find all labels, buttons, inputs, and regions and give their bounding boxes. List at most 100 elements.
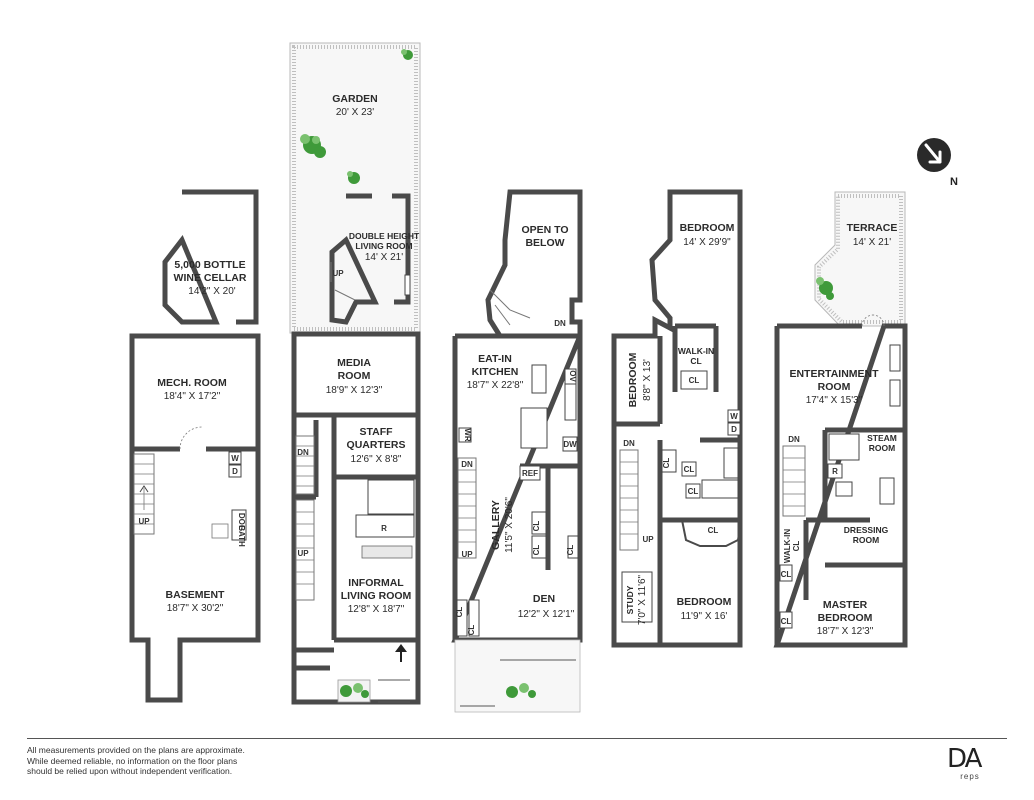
room-dim-kitchen: 18'7" X 22'8" bbox=[467, 380, 524, 391]
label-dog: DOG bbox=[237, 513, 246, 531]
floor-top-level: TERRACE 14' X 21' ENTERTAINMENT ROOM 17'… bbox=[773, 191, 908, 648]
room-title-open-line1: OPEN TO bbox=[521, 224, 568, 236]
floor-garden-level: GARDEN 20' X 23' DOUBLE HEIGHT LIVING RO… bbox=[289, 42, 421, 705]
room-title-double-line1: DOUBLE HEIGHT bbox=[349, 231, 420, 241]
room-title-wine-line1: 5,000 BOTTLE bbox=[174, 259, 245, 271]
label-cl-5: CL bbox=[467, 625, 476, 636]
stairs-third bbox=[619, 449, 639, 551]
room-dim-informal: 12'8" X 18'7" bbox=[348, 604, 405, 615]
label-dryer: D bbox=[731, 425, 737, 434]
room-title-bedroom-top: BEDROOM bbox=[680, 222, 735, 234]
label-cl-4: CL bbox=[455, 607, 464, 618]
label-dn: DN bbox=[297, 448, 309, 457]
room-dim-bedroom-side: 8'8" X 13' bbox=[642, 359, 653, 401]
stairs-garden bbox=[295, 262, 356, 601]
garden-tree-icon bbox=[300, 134, 326, 158]
label-washer: W bbox=[730, 412, 738, 421]
room-title-walkin2-line2: CL bbox=[792, 541, 801, 552]
label-oven: OV bbox=[568, 370, 577, 382]
room-title-media-line2: ROOM bbox=[338, 370, 371, 382]
room-title-garden: GARDEN bbox=[332, 93, 378, 105]
planter-icon bbox=[506, 683, 536, 698]
room-dim-garden: 20' X 23' bbox=[336, 107, 374, 118]
floor-plans: 5,000 BOTTLE WINE CELLAR 14'2" X 20' MEC… bbox=[129, 42, 958, 713]
room-title-entertainment-line2: ROOM bbox=[818, 381, 851, 393]
label-dn-stairs: DN bbox=[461, 460, 473, 469]
room-dim-study: 7'0" X 11'6" bbox=[637, 574, 648, 625]
room-title-wine-line2: WINE CELLAR bbox=[174, 272, 247, 284]
logo-mark: DA bbox=[947, 744, 982, 774]
label-dn: DN bbox=[623, 439, 635, 448]
floor-third-level: BEDROOM 14' X 29'9" BEDROOM 8'8" X 13' W… bbox=[611, 189, 743, 648]
room-dim-bedroom-top: 14' X 29'9" bbox=[683, 237, 731, 248]
label-cl-a: CL bbox=[662, 458, 671, 469]
terrace-tree-icon bbox=[816, 277, 834, 300]
label-dn: DN bbox=[788, 435, 800, 444]
room-title-staff-line1: STAFF bbox=[359, 426, 393, 438]
room-title-study: STUDY bbox=[625, 585, 635, 614]
north-arrow-icon: N bbox=[917, 138, 958, 188]
room-dim-den: 12'2" X 12'1" bbox=[518, 609, 575, 620]
room-title-basement: BASEMENT bbox=[166, 589, 226, 601]
label-refrigerator: R bbox=[381, 524, 387, 533]
label-cl-b: CL bbox=[684, 465, 695, 474]
stairs-top bbox=[782, 445, 806, 517]
room-title-master-line1: MASTER bbox=[823, 599, 868, 611]
label-dishwasher: DW bbox=[563, 440, 577, 449]
room-dim-master: 18'7" X 12'3" bbox=[817, 626, 874, 637]
room-title-informal-line2: LIVING ROOM bbox=[341, 590, 412, 602]
label-cl-b: CL bbox=[781, 617, 792, 626]
room-title-dressing-line1: DRESSING bbox=[844, 525, 889, 535]
label-cl-a: CL bbox=[781, 570, 792, 579]
room-title-informal-line1: INFORMAL bbox=[348, 577, 404, 589]
stairs-basement bbox=[133, 453, 155, 535]
label-washer: W bbox=[231, 454, 239, 463]
room-title-steam-line1: STEAM bbox=[867, 433, 897, 443]
stairs-parlor bbox=[457, 289, 531, 559]
room-title-bedroom-bottom: BEDROOM bbox=[677, 596, 732, 608]
room-title-steam-line2: ROOM bbox=[869, 443, 895, 453]
room-title-mech: MECH. ROOM bbox=[157, 377, 227, 389]
room-dim-wine: 14'2" X 20' bbox=[188, 286, 235, 297]
room-title-media-line1: MEDIA bbox=[337, 357, 371, 369]
label-cl-3: CL bbox=[566, 545, 575, 556]
room-title-dressing-line2: ROOM bbox=[853, 535, 879, 545]
label-refrigerator: R bbox=[832, 467, 838, 476]
label-up: UP bbox=[642, 535, 654, 544]
label-up: UP bbox=[138, 517, 150, 526]
label-ref: REF bbox=[522, 469, 538, 478]
label-cl-d: CL bbox=[708, 526, 719, 535]
room-dim-staff: 12'6" X 8'8" bbox=[351, 454, 402, 465]
room-title-gallery: GALLERY bbox=[490, 500, 502, 550]
room-title-entertainment-line1: ENTERTAINMENT bbox=[789, 368, 879, 380]
floor-parlor-level: OPEN TO BELOW EAT-IN KITCHEN 18'7" X 22'… bbox=[451, 189, 583, 713]
label-bath: BATH bbox=[237, 525, 246, 547]
label-up-top: UP bbox=[332, 269, 344, 278]
label-wr: WR bbox=[463, 428, 472, 442]
disclaimer-line: While deemed reliable, no information on… bbox=[27, 755, 238, 766]
room-dim-gallery: 11'5" X 20'6" bbox=[504, 497, 515, 553]
brand-logo: DA reps bbox=[947, 746, 993, 792]
garden-tree-icon bbox=[347, 171, 360, 184]
label-up-bottom: UP bbox=[297, 549, 309, 558]
entry-arrow-icon bbox=[395, 644, 407, 662]
floor-basement-level: 5,000 BOTTLE WINE CELLAR 14'2" X 20' MEC… bbox=[129, 189, 261, 703]
logo-sub: reps bbox=[960, 772, 980, 781]
room-title-open-line2: BELOW bbox=[525, 237, 564, 249]
label-cl-2: CL bbox=[532, 545, 541, 556]
label-dn-top: DN bbox=[554, 319, 566, 328]
label-up-stairs: UP bbox=[461, 550, 473, 559]
room-title-walkin-line1: WALK-IN bbox=[678, 346, 714, 356]
garden-tree-icon bbox=[401, 49, 413, 60]
room-title-bedroom-side: BEDROOM bbox=[627, 352, 639, 407]
room-title-master-line2: BEDROOM bbox=[818, 612, 873, 624]
planter-icon bbox=[340, 683, 369, 698]
room-title-terrace: TERRACE bbox=[847, 222, 898, 234]
room-title-double-line2: LIVING ROOM bbox=[355, 241, 412, 251]
room-dim-basement: 18'7" X 30'2" bbox=[167, 603, 224, 614]
label-cl-walkin: CL bbox=[689, 376, 700, 385]
room-dim-mech: 18'4" X 17'2" bbox=[164, 391, 221, 402]
room-title-walkin2-line1: WALK-IN bbox=[783, 529, 792, 563]
room-title-den: DEN bbox=[533, 593, 555, 605]
room-title-kitchen-line1: EAT-IN bbox=[478, 353, 512, 365]
